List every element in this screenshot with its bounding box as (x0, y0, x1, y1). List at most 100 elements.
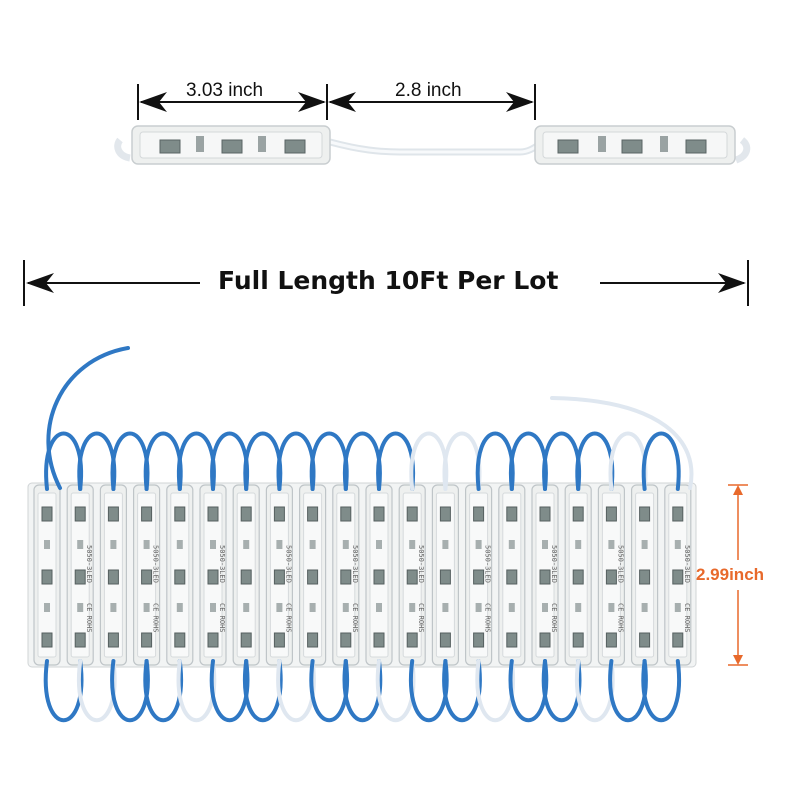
module-print-model: 5050-3LED (152, 545, 160, 583)
top-wire-loop (210, 431, 250, 491)
resistor (674, 540, 681, 549)
resistor (44, 540, 50, 549)
led-module (33, 484, 61, 666)
led-chip (141, 506, 153, 522)
top-dimension-lines (137, 84, 536, 120)
led-module (498, 484, 526, 666)
led-chip (506, 506, 518, 522)
led-module (199, 484, 227, 666)
top-wire-loop (376, 431, 416, 491)
led-chip (340, 569, 352, 585)
led-chip (307, 632, 319, 648)
resistor (475, 540, 482, 549)
led-chip (539, 569, 551, 585)
led-chip (41, 569, 53, 585)
top-wire-loop (176, 431, 216, 491)
resistor (641, 540, 648, 549)
bottom-wire-loop (342, 659, 383, 722)
resistor (243, 540, 250, 549)
bottom-wire-loop (442, 659, 482, 722)
module-print-cert: CE ROHS (484, 603, 492, 633)
resistor (674, 603, 681, 612)
led-chip (240, 506, 252, 522)
led-module (431, 484, 459, 666)
top-wire-loop (110, 431, 150, 491)
led-module (332, 484, 360, 666)
resistor (542, 603, 548, 612)
bottom-wire-loop (608, 659, 648, 722)
led-chip (107, 632, 119, 648)
top-wire-loop (276, 431, 316, 491)
led-chip (273, 632, 285, 648)
led-chip (141, 632, 153, 648)
top-wire-loop (575, 431, 615, 491)
resistor (210, 603, 216, 612)
led-chip (273, 569, 285, 585)
led-module (365, 484, 393, 666)
resistor (442, 540, 449, 549)
resistor (110, 603, 117, 612)
module-width-label: 3.03 inch (186, 80, 264, 101)
led-chip (572, 569, 584, 585)
top-left-module (131, 125, 331, 165)
resistor (409, 540, 416, 549)
led-chip (539, 506, 551, 522)
bottom-wire-loop (475, 659, 515, 722)
resistor (143, 603, 150, 612)
module-print-model: 5050-3LED (484, 545, 492, 583)
led-module (99, 484, 128, 666)
led-chip (473, 569, 485, 585)
module-print-cert: CE ROHS (284, 603, 292, 633)
led-module (398, 484, 426, 666)
led-chip (240, 569, 252, 585)
resistor (342, 603, 349, 612)
resistor (77, 540, 84, 549)
module-print-cert: CE ROHS (683, 603, 691, 633)
resistor (641, 603, 648, 612)
bottom-wire-loop (143, 659, 183, 722)
top-wire-loop (309, 431, 349, 491)
module-height-label: 2.99inch (696, 565, 765, 584)
led-chip (174, 506, 186, 522)
led-module (664, 484, 692, 666)
resistor (608, 603, 615, 612)
bottom-wire-loop (110, 659, 150, 722)
height-dimension (728, 484, 748, 666)
led-chip (473, 506, 485, 522)
led-chip (174, 569, 186, 585)
led-chip (506, 632, 518, 648)
led-chip (41, 632, 53, 648)
resistor (442, 603, 449, 612)
bottom-wire-loop (575, 659, 615, 722)
top-wire-loop (342, 431, 382, 491)
top-wire-loop (409, 431, 449, 491)
module-print-cert: CE ROHS (616, 603, 624, 633)
bottom-wire-loop (309, 659, 349, 722)
led-chip (207, 569, 219, 585)
top-connector-wire (114, 137, 751, 164)
led-module (166, 484, 194, 666)
led-chip (107, 506, 119, 522)
led-module (66, 484, 94, 666)
led-chip (439, 569, 451, 585)
led-chip (207, 632, 219, 648)
resistor (575, 603, 582, 612)
led-chip (473, 632, 485, 648)
bottom-wire-loop (176, 659, 217, 722)
top-right-module (534, 125, 736, 165)
resistor (309, 603, 316, 612)
top-wire-loop (508, 431, 548, 491)
led-chip (605, 569, 617, 585)
led-chip (74, 632, 86, 648)
top-wire-loop (243, 431, 283, 491)
led-chip (174, 632, 186, 648)
top-wire-loop (77, 431, 117, 491)
top-wire-loop (475, 431, 515, 491)
led-chip (406, 569, 418, 585)
resistor (210, 540, 216, 549)
bottom-wire-loop (641, 659, 681, 722)
bottom-wire-loop (43, 659, 84, 722)
resistor (276, 603, 283, 612)
led-chip (572, 506, 584, 522)
